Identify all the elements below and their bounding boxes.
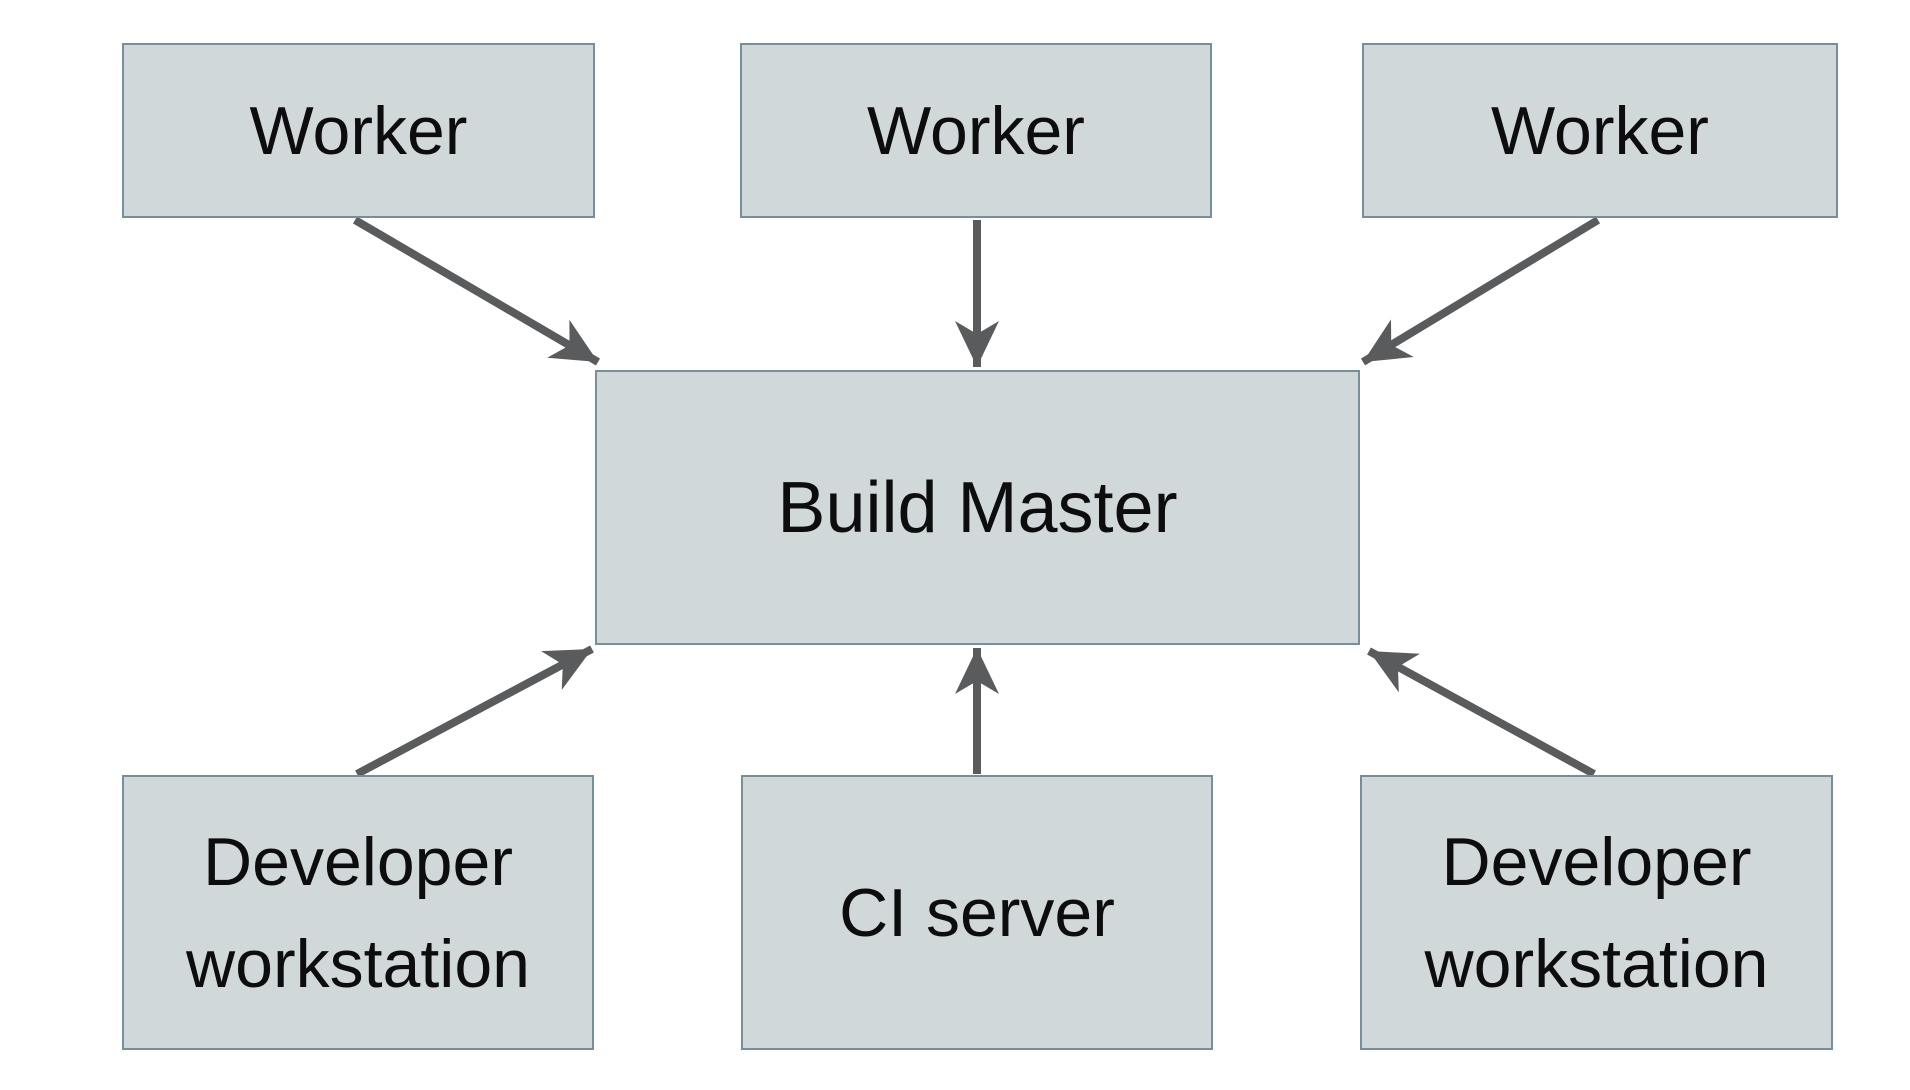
- node-ci-server-label: CI server: [839, 874, 1115, 951]
- node-dev-workstation-right-label: Developer workstation: [1424, 823, 1769, 1002]
- node-worker-2: Worker: [740, 43, 1212, 218]
- node-worker-1-label: Worker: [249, 92, 468, 169]
- arrow-dev-workstation-left-to-build-master: [355, 645, 594, 778]
- arrow-dev-workstation-right-to-build-master: [1367, 647, 1596, 778]
- node-worker-1: Worker: [122, 43, 595, 218]
- node-build-master-label: Build Master: [777, 467, 1178, 548]
- node-worker-3: Worker: [1362, 43, 1838, 218]
- node-ci-server: CI server: [741, 775, 1213, 1050]
- arrow-worker-3-to-build-master: [1360, 216, 1601, 366]
- node-worker-2-label: Worker: [867, 92, 1085, 169]
- node-dev-workstation-left-label: Developer workstation: [186, 823, 530, 1002]
- arrow-worker-1-to-build-master: [352, 216, 601, 366]
- node-worker-3-label: Worker: [1491, 92, 1709, 169]
- node-dev-workstation-right: Developer workstation: [1360, 775, 1833, 1050]
- node-build-master: Build Master: [595, 370, 1360, 645]
- node-dev-workstation-left: Developer workstation: [122, 775, 594, 1050]
